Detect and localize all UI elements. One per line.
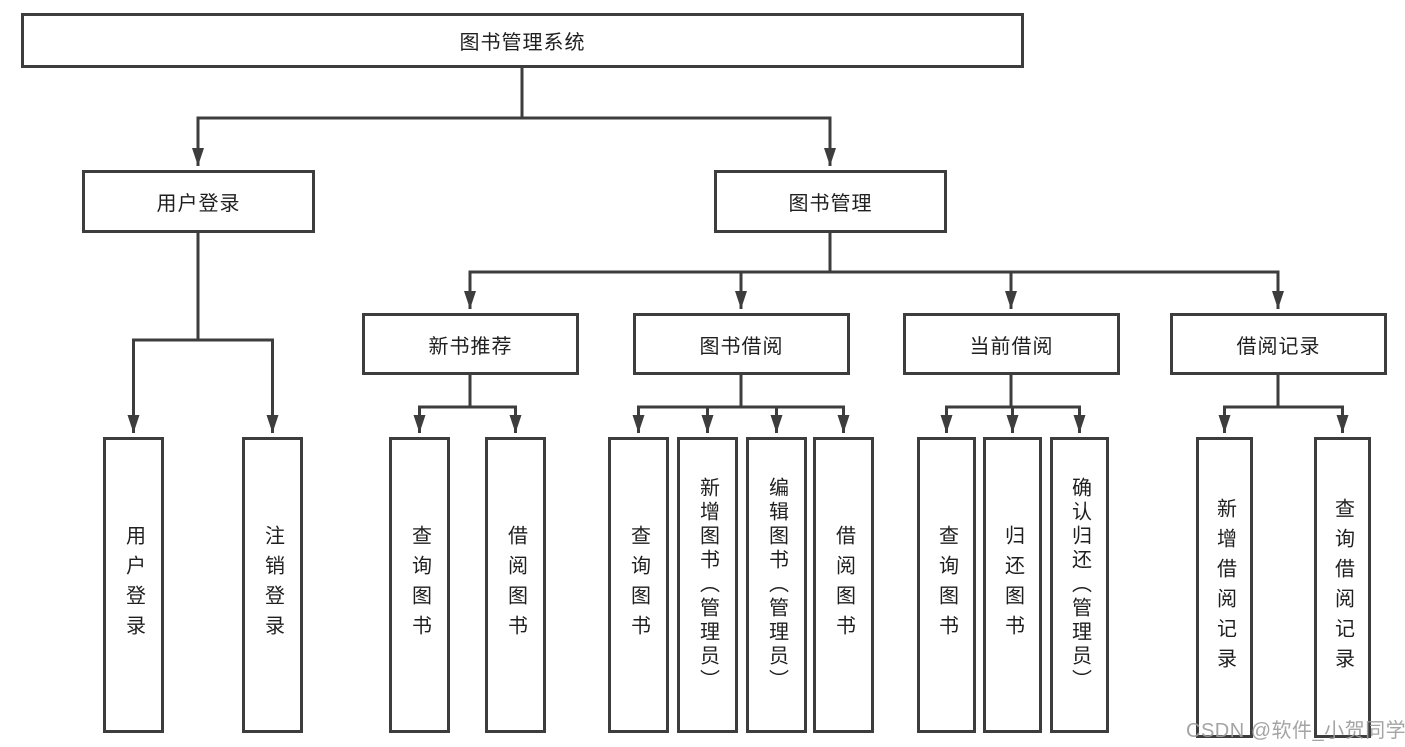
leaf-label: 注销登录 xyxy=(261,525,284,645)
node-label: 当前借阅 xyxy=(969,335,1054,358)
node-book-borrow: 图书借阅 xyxy=(633,313,850,375)
leaf-query-book-2: 查询图书 xyxy=(608,437,669,733)
leaf-label: 归还图书 xyxy=(1001,525,1024,645)
node-label: 用户登录 xyxy=(156,193,241,215)
node-label: 图书管理 xyxy=(788,193,873,215)
leaf-label: 新增图书（管理员） xyxy=(696,477,719,693)
leaf-label: 确认归还（管理员） xyxy=(1068,477,1091,693)
leaf-label: 查询图书 xyxy=(935,525,958,645)
leaf-label: 编辑图书（管理员） xyxy=(765,477,788,693)
watermark-text: CSDN @软件_小贺同学 xyxy=(1186,720,1405,742)
leaf-label: 查询图书 xyxy=(408,525,431,645)
leaf-label: 查询图书 xyxy=(627,525,650,645)
leaf-add-book-admin: 新增图书（管理员） xyxy=(677,437,738,733)
node-root-label: 图书管理系统 xyxy=(459,32,586,54)
leaf-add-borrow-record: 新增借阅记录 xyxy=(1196,437,1253,738)
leaf-label: 借阅图书 xyxy=(504,525,527,645)
node-user-login-group: 用户登录 xyxy=(82,170,315,233)
node-label: 图书借阅 xyxy=(699,335,784,358)
node-root-system: 图书管理系统 xyxy=(21,13,1024,68)
leaf-label: 借阅图书 xyxy=(832,525,855,645)
leaf-logout: 注销登录 xyxy=(242,437,303,733)
node-borrow-record: 借阅记录 xyxy=(1170,313,1387,375)
leaf-label: 新增借阅记录 xyxy=(1213,497,1236,678)
leaf-borrow-book-1: 借阅图书 xyxy=(485,437,546,733)
node-current-borrow: 当前借阅 xyxy=(903,313,1120,375)
leaf-query-book-3: 查询图书 xyxy=(917,437,976,733)
leaf-edit-book-admin: 编辑图书（管理员） xyxy=(746,437,807,733)
node-label: 新书推荐 xyxy=(428,335,513,358)
leaf-borrow-book-2: 借阅图书 xyxy=(813,437,874,733)
leaf-confirm-return-admin: 确认归还（管理员） xyxy=(1050,437,1109,733)
node-book-management: 图书管理 xyxy=(714,170,947,233)
node-label: 借阅记录 xyxy=(1236,335,1321,358)
leaf-query-book-1: 查询图书 xyxy=(389,437,450,733)
leaf-label: 查询借阅记录 xyxy=(1331,497,1354,678)
node-new-book-recommend: 新书推荐 xyxy=(362,313,579,375)
leaf-user-login: 用户登录 xyxy=(103,437,164,733)
leaf-label: 用户登录 xyxy=(122,525,145,645)
leaf-query-borrow-record: 查询借阅记录 xyxy=(1314,437,1371,738)
leaf-return-book: 归还图书 xyxy=(983,437,1042,733)
